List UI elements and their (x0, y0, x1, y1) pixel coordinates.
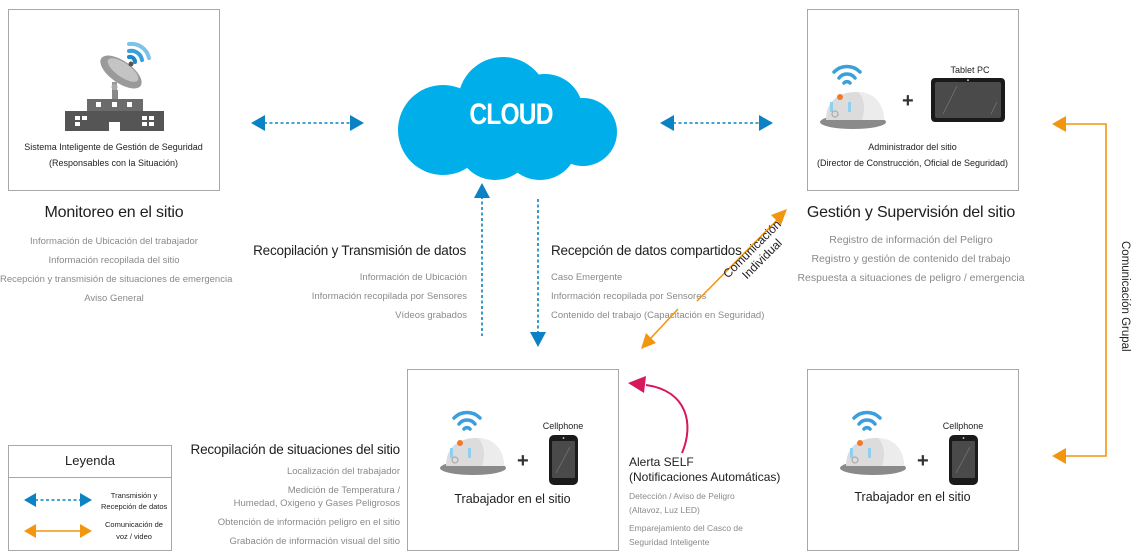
voice-arrow-to-worker (641, 308, 679, 349)
site-collection-item: Humedad, Oxigeno y Gases Peligrosos (233, 498, 400, 509)
monitoring-box-caption-line1: Sistema Inteligente de Gestión de Seguri… (24, 142, 203, 152)
voice-arrow-to-management (696, 209, 787, 302)
shared-reception-items: Caso Emergente Información recopilada po… (551, 268, 764, 325)
collection-transmission-item: Vídeos grabados (395, 310, 467, 321)
site-collection-items: Localización del trabajador Medición de … (180, 462, 400, 551)
legend-entry-voice-line2: voz / video (116, 532, 152, 541)
self-alert-item: Detección / Aviso de Peligro (629, 491, 735, 501)
worker-box-right: + Cellphone Trabajador en el sitio (807, 369, 1019, 551)
data-arrow-up-to-cloud (474, 183, 490, 336)
monitoring-items: Información de Ubicación del trabajador … (0, 232, 233, 308)
legend-voice-arrow (24, 524, 92, 538)
self-alert-title-line1: Alerta SELF (629, 455, 694, 469)
data-arrow-down-to-worker (530, 199, 546, 347)
self-alert-item: Emparejamiento del Casco de (629, 523, 743, 533)
monitoring-item: Aviso General (84, 293, 144, 304)
management-item: Respuesta a situaciones de peligro / eme… (797, 272, 1025, 284)
data-arrow-monitoring-cloud (251, 115, 364, 131)
collection-transmission-item: Información de Ubicación (359, 272, 467, 283)
monitoring-title: Monitoreo en el sitio (44, 204, 184, 221)
smart-helmet-icon (440, 410, 506, 475)
smart-helmet-icon (840, 410, 906, 475)
tablet-icon (931, 78, 1005, 122)
smart-helmet-icon (820, 64, 886, 129)
management-item: Registro de información del Peligro (829, 234, 993, 246)
collection-transmission-title: Recopilación y Transmisión de datos (253, 243, 466, 258)
worker-right-caption: Trabajador en el sitio (854, 490, 971, 504)
monitoring-item: Información de Ubicación del trabajador (30, 236, 198, 247)
worker-center-caption: Trabajador en el sitio (454, 492, 571, 506)
management-item: Registro y gestión de contenido del trab… (811, 253, 1011, 265)
collection-transmission-item: Información recopilada por Sensores (311, 291, 467, 302)
management-box-caption-line2: (Director de Construcción, Oficial de Se… (816, 158, 1009, 168)
group-comm-label: Comunicación Grupal (1119, 241, 1131, 352)
legend-entry-data-line1: Transmisión y (110, 491, 158, 500)
legend-entry-voice: Comunicación de voz / video (101, 519, 167, 543)
collection-transmission-items: Información de Ubicación Información rec… (250, 268, 467, 325)
self-alert-title: Alerta SELF (Notificaciones Automáticas) (629, 455, 780, 485)
monitoring-item: Recepción y transmisión de situaciones d… (0, 274, 233, 285)
site-management-box: + Tablet PC Administrador del sitio (Dir… (807, 9, 1019, 191)
control-center-icon (65, 41, 164, 131)
monitoring-station-box: Sistema Inteligente de Gestión de Seguri… (8, 9, 220, 191)
self-alert-item: Seguridad Inteligente (629, 537, 710, 547)
cellphone-icon (549, 435, 578, 485)
management-box-caption-line1: Administrador del sitio (868, 142, 957, 152)
cloud-label: CLOUD (469, 98, 553, 131)
self-alert-items: Detección / Aviso de Peligro (Altavoz, L… (629, 489, 743, 549)
cloud-shape (398, 57, 617, 180)
monitoring-item: Información recopilada del sitio (48, 255, 180, 266)
legend-box: Leyenda Transmisión y Recepción de datos… (8, 445, 172, 551)
management-items: Registro de información del Peligro Regi… (780, 231, 1042, 288)
cellphone-label: Cellphone (542, 421, 584, 431)
site-collection-item: Medición de Temperatura / (287, 485, 400, 496)
plus-sign: + (517, 450, 529, 472)
shared-reception-item: Información recopilada por Sensores (551, 291, 707, 302)
site-collection-item: Obtención de información peligro en el s… (217, 517, 400, 528)
tablet-label: Tablet PC (950, 65, 990, 75)
shared-reception-item: Caso Emergente (551, 272, 623, 283)
shared-reception-title: Recepción de datos compartidos (551, 243, 742, 258)
site-collection-item: Grabación de información visual del siti… (229, 536, 400, 547)
plus-sign: + (917, 450, 929, 472)
cellphone-icon (949, 435, 978, 485)
data-arrow-cloud-management (660, 115, 773, 131)
plus-sign: + (902, 90, 914, 112)
shared-reception-item: Contenido del trabajo (Capacitación en S… (551, 310, 765, 321)
cellphone-label: Cellphone (942, 421, 984, 431)
self-alert-arrow (628, 376, 689, 454)
legend-data-arrow (24, 493, 92, 507)
self-alert-title-line2: (Notificaciones Automáticas) (629, 470, 781, 484)
site-collection-item: Localización del trabajador (286, 466, 400, 477)
site-collection-title: Recopilación de situaciones del sitio (190, 442, 401, 457)
worker-box-center: + Cellphone Trabajador en el sitio (407, 369, 619, 551)
legend-divider (9, 477, 171, 478)
legend-entry-voice-line1: Comunicación de (105, 520, 163, 529)
self-alert-item: (Altavoz, Luz LED) (629, 505, 700, 515)
legend-entry-data: Transmisión y Recepción de datos (101, 490, 167, 512)
monitoring-box-caption-line2: (Responsables con la Situación) (48, 158, 179, 168)
legend-entry-data-line2: Recepción de datos (101, 502, 168, 511)
group-comm-arrow (1052, 116, 1107, 464)
management-title: Gestión y Supervisión del sitio (806, 204, 1016, 221)
legend-title: Leyenda (65, 453, 115, 468)
